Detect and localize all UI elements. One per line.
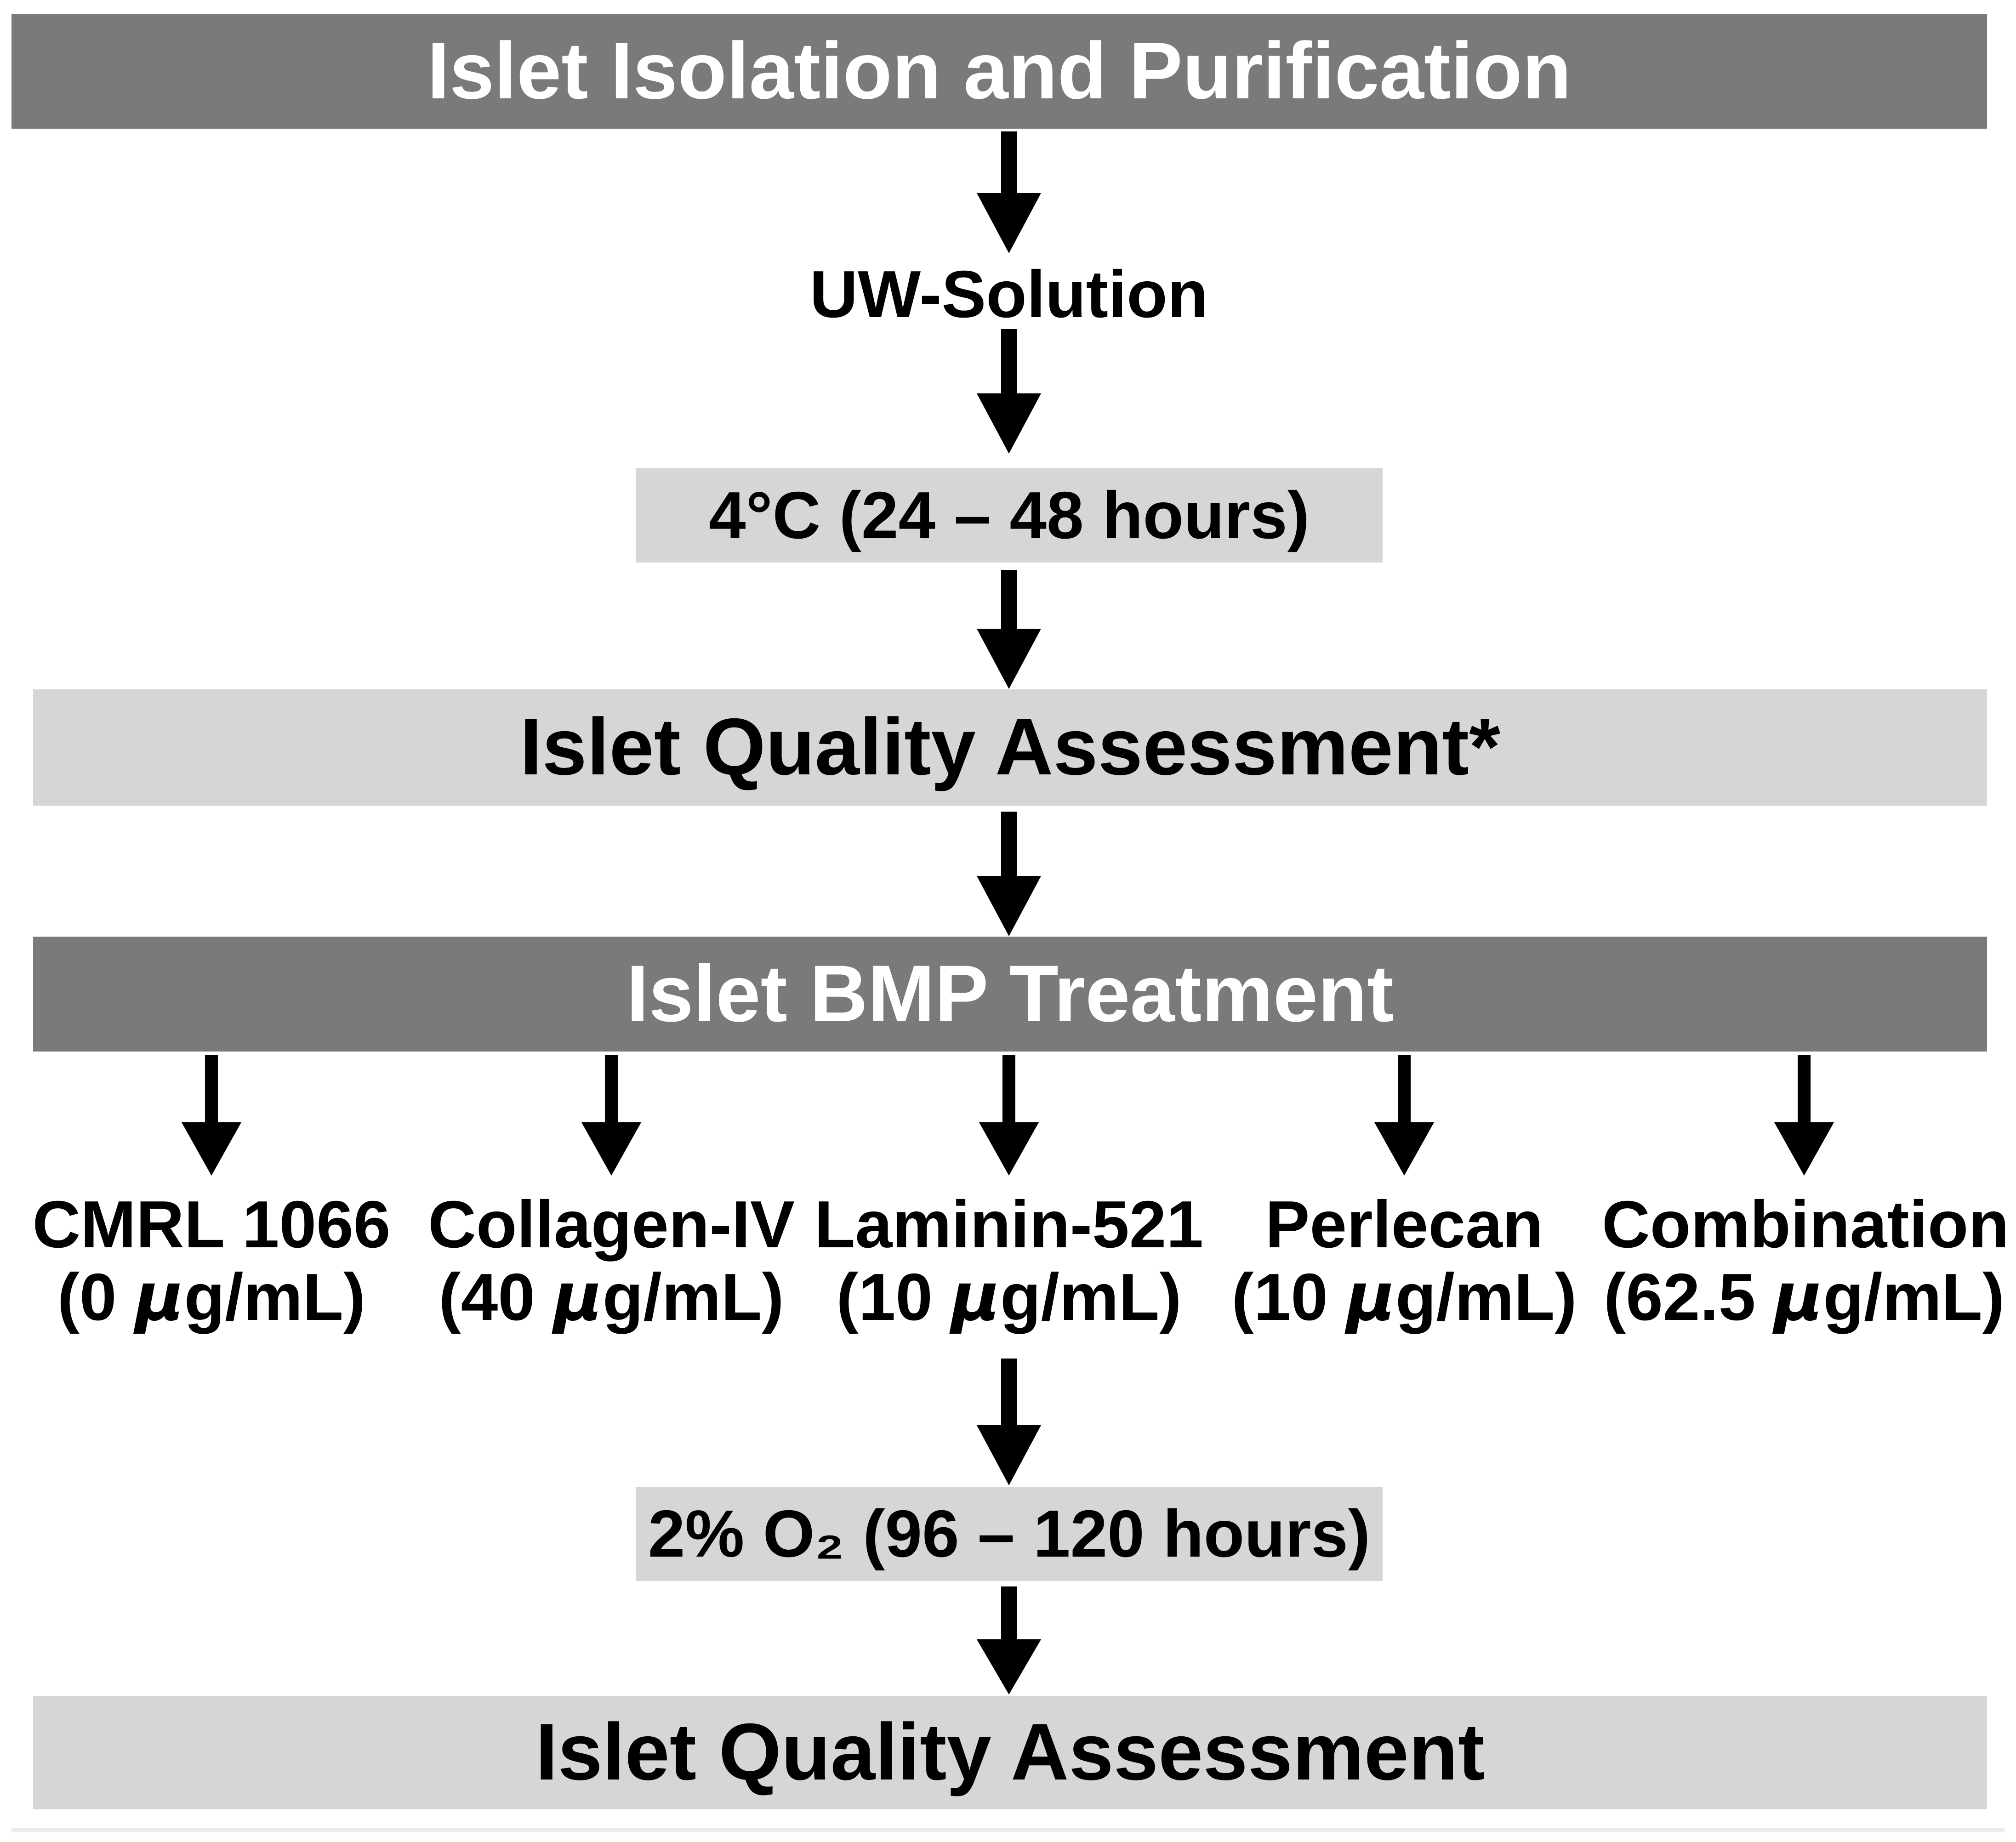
treatment-dose: (10 µg/mL) <box>836 1258 1182 1336</box>
hypoxia-label: 2% O₂ (96 – 120 hours) <box>648 1496 1371 1571</box>
arrow-stem <box>1001 329 1017 393</box>
treatment-name: Combination <box>1602 1187 2010 1262</box>
arrow-stem <box>1398 1055 1411 1122</box>
arrow-stem <box>1001 1359 1017 1425</box>
banner-islet-isolation: Islet Isolation and Purification <box>11 14 1987 129</box>
arrow-head <box>1774 1122 1834 1176</box>
arrow-head <box>977 1425 1041 1485</box>
arrow-head <box>977 1639 1041 1694</box>
treatment-dose: (0 µg/mL) <box>57 1258 366 1336</box>
arrow-head <box>977 393 1041 454</box>
arrow-stem <box>1798 1055 1811 1122</box>
arrow-stem <box>1001 1586 1017 1639</box>
arrow-head <box>979 1122 1039 1176</box>
treatment-perlecan: Perlecan (10 µg/mL) <box>1202 1188 1606 1334</box>
treatment-cmrl: CMRL 1066 (0 µg/mL) <box>9 1188 414 1334</box>
arrow-stem <box>1001 570 1017 629</box>
treatment-name: Perlecan <box>1265 1187 1543 1262</box>
arrow-head <box>581 1122 641 1176</box>
arrow-head <box>977 193 1041 253</box>
treatment-name: CMRL 1066 <box>32 1187 391 1262</box>
treatment-combination: Combination (62.5 µg/mL) <box>1602 1187 2010 1336</box>
banner-islet-isolation-label: Islet Isolation and Purification <box>427 26 1572 116</box>
banner-qa-initial: Islet Quality Assessment* <box>33 689 1987 806</box>
arrow-head <box>1374 1122 1434 1176</box>
treatment-dose: (40 µg/mL) <box>439 1258 784 1336</box>
treatment-dose: (10 µg/mL) <box>1231 1258 1577 1336</box>
arrow-stem <box>1002 1055 1015 1122</box>
arrow-stem <box>1001 812 1017 876</box>
arrow-head <box>182 1122 241 1176</box>
banner-qa-final: Islet Quality Assessment <box>33 1696 1987 1809</box>
treatment-collagen: Collagen-IV (40 µg/mL) <box>409 1188 814 1334</box>
arrow-stem <box>1001 131 1017 193</box>
cold-storage-box: 4°C (24 – 48 hours) <box>636 468 1383 563</box>
cold-storage-label: 4°C (24 – 48 hours) <box>708 478 1310 552</box>
arrow-stem <box>605 1055 618 1122</box>
uw-solution-label: UW-Solution <box>809 257 1208 331</box>
treatment-name: Laminin-521 <box>814 1187 1204 1262</box>
banner-bmp-treatment: Islet BMP Treatment <box>33 937 1987 1052</box>
hypoxia-box: 2% O₂ (96 – 120 hours) <box>636 1487 1383 1581</box>
banner-qa-final-label: Islet Quality Assessment <box>535 1707 1485 1797</box>
arrow-stem <box>205 1055 218 1122</box>
treatment-laminin: Laminin-521 (10 µg/mL) <box>807 1188 1211 1334</box>
arrow-head <box>977 876 1041 936</box>
banner-bmp-treatment-label: Islet BMP Treatment <box>626 949 1394 1039</box>
treatment-name: Collagen-IV <box>428 1187 795 1262</box>
bottom-divider <box>11 1828 2005 1832</box>
arrow-head <box>977 629 1041 689</box>
banner-qa-initial-label: Islet Quality Assessment* <box>519 702 1501 792</box>
treatment-dose: (62.5 µg/mL) <box>1603 1258 2005 1336</box>
